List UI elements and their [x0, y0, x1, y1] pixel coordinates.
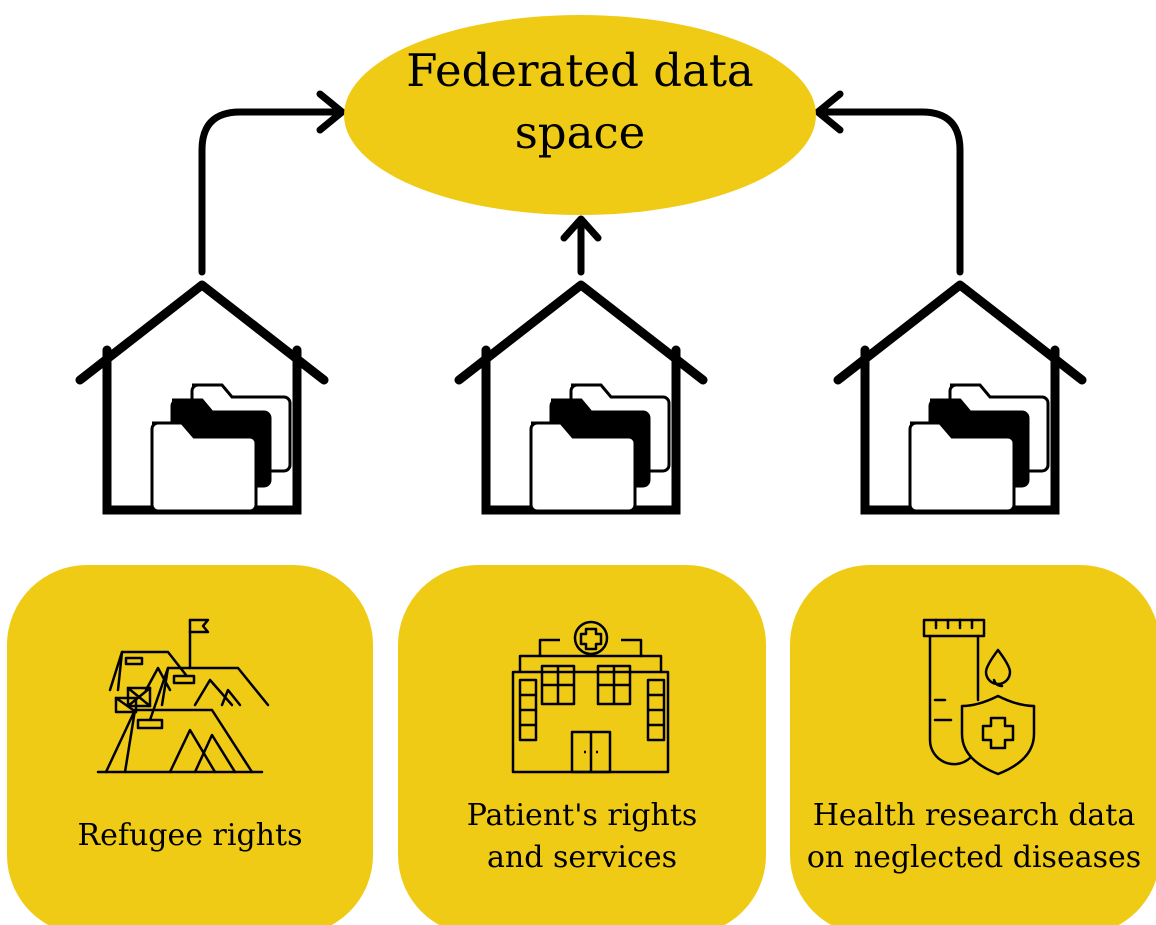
hub-title: Federated data space	[345, 40, 815, 164]
card-label-line-1: Patient's rights	[466, 798, 698, 833]
card-label-line-2: on neglected diseases	[806, 840, 1142, 875]
card-label-line-2: and services	[487, 840, 677, 875]
folders-icon	[908, 383, 1050, 513]
data-node-house-2	[459, 285, 703, 511]
arrowhead-left	[316, 90, 346, 134]
card-patients-rights	[398, 565, 766, 925]
card-label-health-research: Health research data on neglected diseas…	[792, 795, 1156, 879]
arrow-left-to-hub	[198, 108, 346, 276]
hospital-icon	[511, 620, 670, 774]
card-label-patients-rights: Patient's rights and services	[400, 795, 764, 879]
card-health-research	[790, 565, 1156, 925]
arrowhead-right	[814, 90, 844, 134]
data-node-house-3	[838, 285, 1082, 511]
folders-icon	[529, 383, 671, 513]
arrowhead-middle	[560, 215, 602, 242]
card-refugee-rights	[7, 565, 373, 925]
connector-arrows	[198, 90, 964, 276]
card-label-refugee-rights: Refugee rights	[10, 815, 370, 857]
card-label-line: Refugee rights	[77, 818, 303, 853]
card-label-line-1: Health research data	[812, 798, 1136, 833]
folders-icon	[150, 383, 292, 513]
test-tube-shield-icon	[922, 618, 1036, 776]
hub-title-line-2: space	[514, 106, 646, 159]
hub-title-line-1: Federated data	[406, 44, 754, 97]
arrow-right-to-hub	[814, 108, 964, 276]
federated-data-space-node	[344, 15, 816, 215]
refugee-camp-tents-icon	[96, 618, 270, 774]
data-node-house-1	[80, 285, 324, 511]
